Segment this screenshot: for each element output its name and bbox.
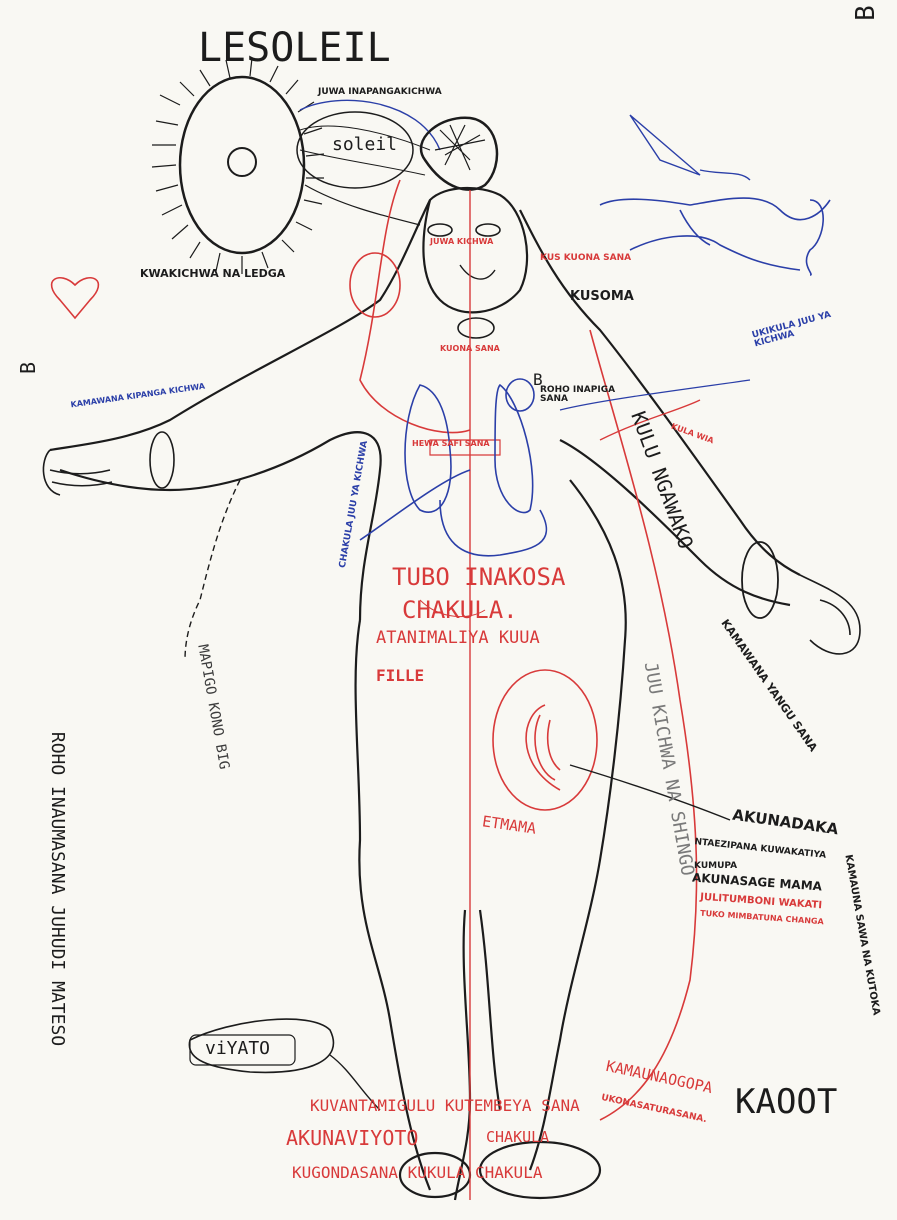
foot-line-1: KUVANTAMIGULU KUTEMBEYA SANA (310, 1098, 580, 1114)
kaoot-label: KAOOT (735, 1085, 837, 1119)
belly-line-3: ATANIMALIYA KUUA (376, 630, 540, 647)
viyato-label: viYATO (205, 1040, 270, 1058)
mouth-red-label: KUONA SANA (440, 345, 500, 353)
belly-line-1: TUBO INAKOSA (392, 565, 565, 589)
foot-line-4: KUGONDASANA KUKULA CHAKULA (292, 1165, 542, 1181)
foot-line-2: AKUNAVIYOTO (286, 1128, 418, 1148)
corner-mark: B (853, 5, 879, 21)
eyes-red-label: JUWA KICHWA (430, 238, 493, 246)
sun-note-label: JUWA INAPANGAKICHWA (318, 88, 442, 97)
heart-side-mark: B (18, 362, 38, 374)
foot-line-3: CHAKULA (486, 1130, 549, 1145)
belly-line-2: CHAKULA. (402, 598, 518, 622)
les-soleil-title: LESOLEIL (198, 28, 391, 68)
head-red-label: KUS KUONA SANA (540, 254, 631, 263)
heart-letter: B (533, 372, 543, 388)
lungs-red-label: HEWA SAFI SANA (412, 440, 490, 448)
akunadaka-line-3: KUMUPA (694, 862, 737, 871)
roho-label: ROHO INAPIGA SANA (540, 386, 620, 404)
fille-label: FILLE (376, 668, 424, 684)
soleil-label: soleil (332, 136, 397, 154)
left-vertical-label-1: ROHO INAUMASANA JUHUDI MATESO (48, 732, 66, 1046)
kwakichwa-label: KWAKICHWA NA LEDGA (140, 268, 285, 279)
kusoma-label: KUSOMA (570, 290, 634, 303)
